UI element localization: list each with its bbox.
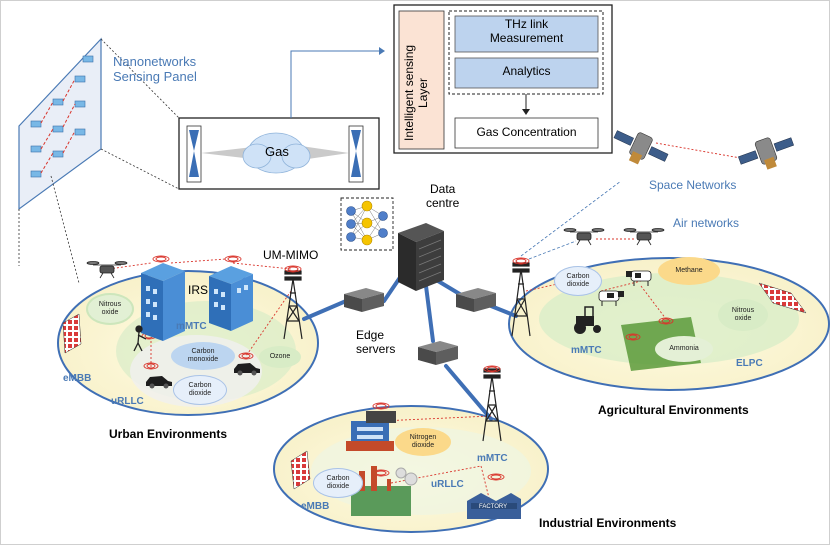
industrial-mmtc-label: mMTC [477, 453, 508, 464]
gas-cloud-methane: Methane [658, 257, 720, 285]
gas-label: Ozone [269, 352, 291, 360]
space-networks-label: Space Networks [649, 178, 737, 192]
thz-link-measurement-box: THz link Measurement [455, 17, 598, 46]
analytics-box: Analytics [502, 64, 551, 78]
gas-label: dioxide [188, 390, 212, 397]
cow-icon [598, 270, 652, 306]
industrial-title: Industrial Environments [539, 516, 677, 530]
data-centre-rack-icon [398, 223, 444, 291]
gas-label: Nitrous [731, 306, 755, 314]
gas-label: monoxide [187, 356, 219, 363]
intelligent-sensing-layer-label: Intelligent sensing Layer [402, 44, 431, 141]
gas-label: Carbon [566, 272, 590, 280]
tower-icon [283, 262, 531, 442]
industrial-embb-label: eMBB [301, 501, 330, 512]
agri-mmtc-label: mMTC [571, 345, 602, 356]
urban-mmtc-label: mMTC [176, 321, 207, 332]
data-centre-line1: Data [430, 182, 456, 196]
irs-panel-icon [62, 282, 807, 490]
tractor-icon [574, 306, 601, 334]
industrial-urllc-label: uRLLC [431, 479, 464, 490]
data-centre-line2: centre [426, 195, 460, 210]
data-centre-label: Data centre [426, 182, 460, 211]
drone-icon [86, 228, 665, 279]
gas-label: Nitrogen [409, 433, 437, 441]
gas-label: Nitrous [98, 300, 122, 308]
urban-title: Urban Environments [109, 427, 228, 441]
factory-sign: FACTORY [479, 504, 508, 510]
layer-label-line2: Layer [415, 77, 430, 108]
edge-server-icon [344, 288, 496, 365]
gas-label: oxide [101, 309, 119, 316]
neural-network-icon [340, 197, 394, 251]
layer-label-line1: Intelligent sensing [402, 44, 416, 141]
gas-cloud-ozone: Ozone [259, 346, 301, 368]
gas-label: Carbon [326, 474, 350, 482]
gas-label: Gas [265, 144, 289, 159]
factory-icon [346, 411, 521, 519]
edge-line2: servers [356, 341, 396, 356]
nanonetwork-panel-icon [18, 37, 102, 211]
thz-sensor-icon [178, 117, 380, 190]
air-networks-label: Air networks [673, 216, 740, 230]
building-icon [141, 263, 253, 341]
gas-label: Carbon [191, 347, 215, 355]
gas-concentration-box: Gas Concentration [476, 125, 577, 139]
thz-line2: Measurement [489, 30, 564, 45]
gas-label: dioxide [566, 281, 590, 288]
agri-elpc-label: ELPC [736, 358, 763, 369]
thz-line1: THz link [504, 17, 549, 31]
edge-servers-label: Edge servers [356, 328, 396, 357]
car-icon [146, 363, 260, 389]
urban-urllc-label: uRLLC [111, 396, 144, 407]
edge-line1: Edge [356, 328, 385, 342]
nanonetworks-title-line1: Nanonetworks [113, 54, 197, 69]
gas-label: oxide [734, 315, 752, 322]
satellite-icon [613, 130, 794, 170]
gas-label: Carbon [188, 381, 212, 389]
irs-label: IRS [188, 283, 209, 297]
gas-cloud-ammonia: Ammonia [655, 336, 713, 362]
gas-label: dioxide [326, 483, 350, 490]
nanonetworks-title: Nanonetworks Sensing Panel [113, 54, 197, 85]
gas-label: Ammonia [669, 344, 699, 352]
urban-embb-label: eMBB [63, 373, 92, 384]
gas-label: dioxide [411, 442, 435, 449]
um-mimo-label: UM-MIMO [263, 248, 319, 262]
gas-label: Methane [675, 266, 703, 274]
agri-title: Agricultural Environments [598, 403, 749, 417]
nanonetworks-title-line2: Sensing Panel [113, 68, 197, 84]
